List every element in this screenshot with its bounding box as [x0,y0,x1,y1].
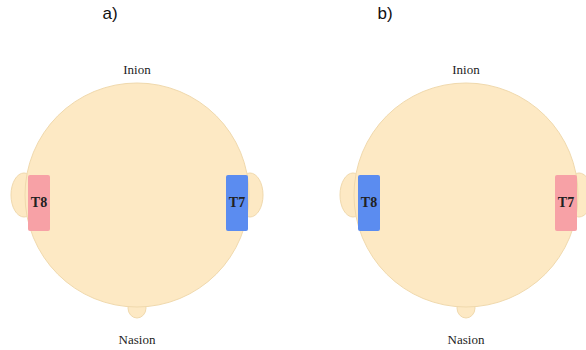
electrode-pad: T8 [28,175,50,231]
head-illustration [354,83,578,307]
electrode-pad: T7 [226,175,248,231]
electrode-pad: T8 [358,175,380,231]
electrode-label: T8 [361,195,377,211]
landmark-label: Nasion [448,332,485,348]
electrode-label: T8 [31,195,47,211]
head-outline: InionNasionT8T7 [354,83,578,307]
landmark-label: Inion [452,62,479,78]
landmark-label: Nasion [119,332,156,348]
electrode-pad: T7 [555,175,577,231]
electrode-label: T7 [229,195,245,211]
head-outline: InionNasionT8T7 [25,83,249,307]
head-illustration [25,83,249,307]
panel-label: b) [377,4,392,24]
landmark-label: Inion [123,62,150,78]
electrode-label: T7 [558,195,574,211]
panel-label: a) [102,4,117,24]
